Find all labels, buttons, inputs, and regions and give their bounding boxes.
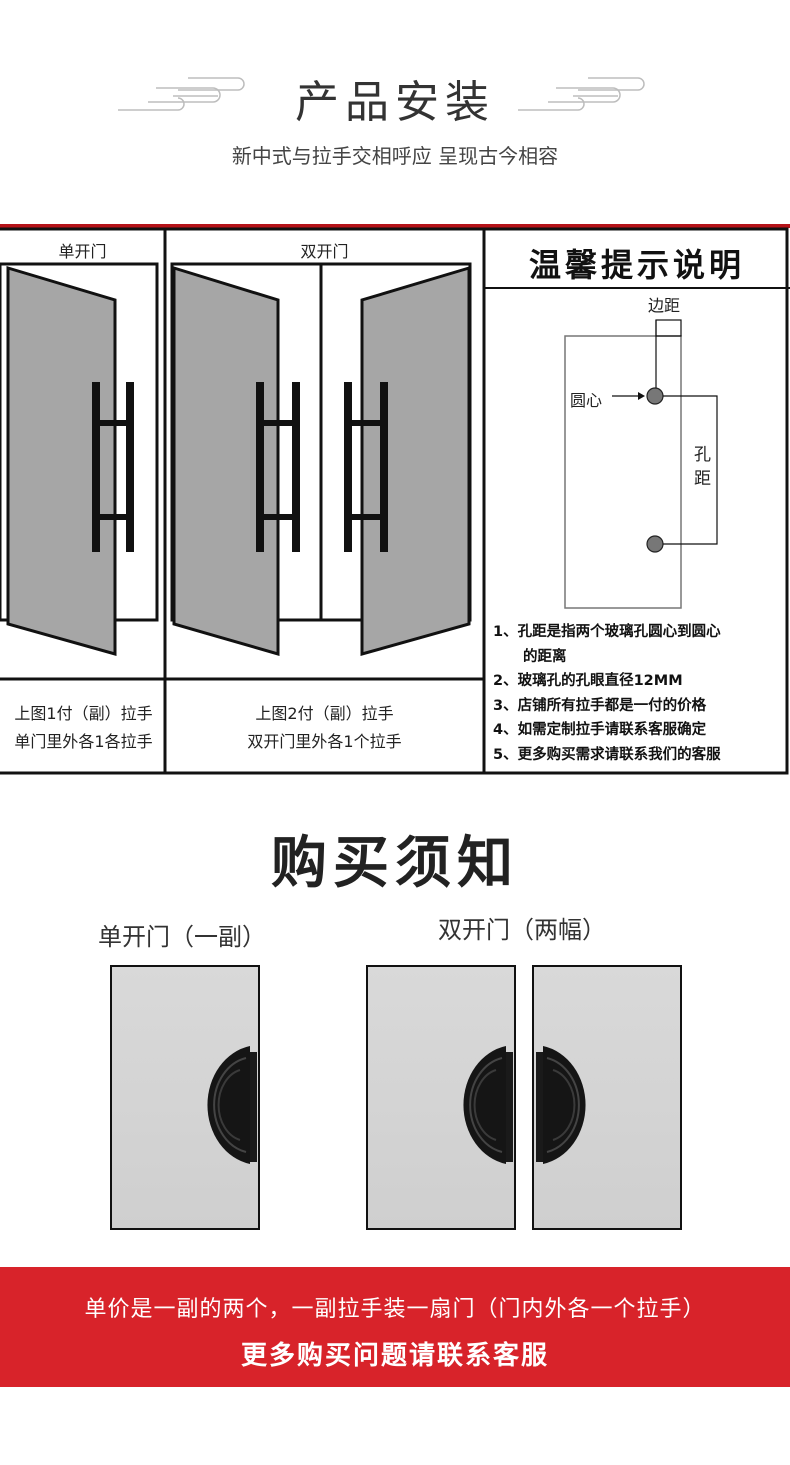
half-moon-handle — [207, 1046, 257, 1164]
install-panel — [0, 224, 790, 775]
hole-distance-label-2: 距 — [694, 469, 711, 489]
cloud-decoration-right — [518, 77, 645, 111]
single-caption-line-1: 上图1付（副）拉手 — [14, 704, 153, 723]
single-door-pair-label: 单开门（一副） — [98, 923, 266, 951]
single-door-label: 单开门 — [58, 242, 107, 261]
hole-distance-label-1: 孔 — [694, 445, 711, 465]
double-caption-line-2: 双开门里外各1个拉手 — [247, 732, 402, 751]
note-item: 1、孔距是指两个玻璃孔圆心到圆心 — [493, 624, 721, 640]
banner-line-2: 更多购买问题请联系客服 — [240, 1341, 549, 1371]
page-title: 产品安装 — [295, 77, 495, 128]
double-door-label: 双开门 — [300, 242, 349, 261]
half-moon-handle — [536, 1046, 586, 1164]
single-caption-line-2: 单门里外各1各拉手 — [14, 732, 153, 751]
double-door-drawing — [170, 262, 472, 656]
notice-banner — [0, 1267, 790, 1387]
edge-distance-label: 边距 — [648, 296, 681, 315]
note-item: 4、如需定制拉手请联系客服确定 — [493, 722, 707, 738]
tips-title: 温馨提示说明 — [528, 246, 745, 284]
center-label: 圆心 — [570, 391, 603, 410]
note-item: 的距离 — [523, 648, 567, 665]
note-item: 5、更多购买需求请联系我们的客服 — [493, 746, 721, 763]
double-caption-line-1: 上图2付（副）拉手 — [255, 704, 394, 723]
half-moon-handle — [463, 1046, 513, 1164]
note-item: 2、玻璃孔的孔眼直径12MM — [493, 673, 683, 689]
purchase-title: 购买须知 — [271, 831, 519, 896]
page-subtitle: 新中式与拉手交相呼应 呈现古今相容 — [231, 144, 559, 168]
door-handle-illustration — [110, 965, 682, 1230]
tips-notes-list: 1、孔距是指两个玻璃孔圆心到圆心 的距离 2、玻璃孔的孔眼直径12MM 3、店铺… — [493, 620, 788, 767]
note-item: 3、店铺所有拉手都是一付的价格 — [493, 697, 707, 714]
double-door-pair-label: 双开门（两幅） — [438, 916, 606, 944]
hole-distance-diagram — [564, 319, 718, 609]
cloud-decoration-left — [118, 77, 245, 111]
single-door-drawing — [0, 262, 159, 656]
banner-line-1: 单价是一副的两个，一副拉手装一扇门（门内外各一个拉手） — [84, 1297, 706, 1322]
